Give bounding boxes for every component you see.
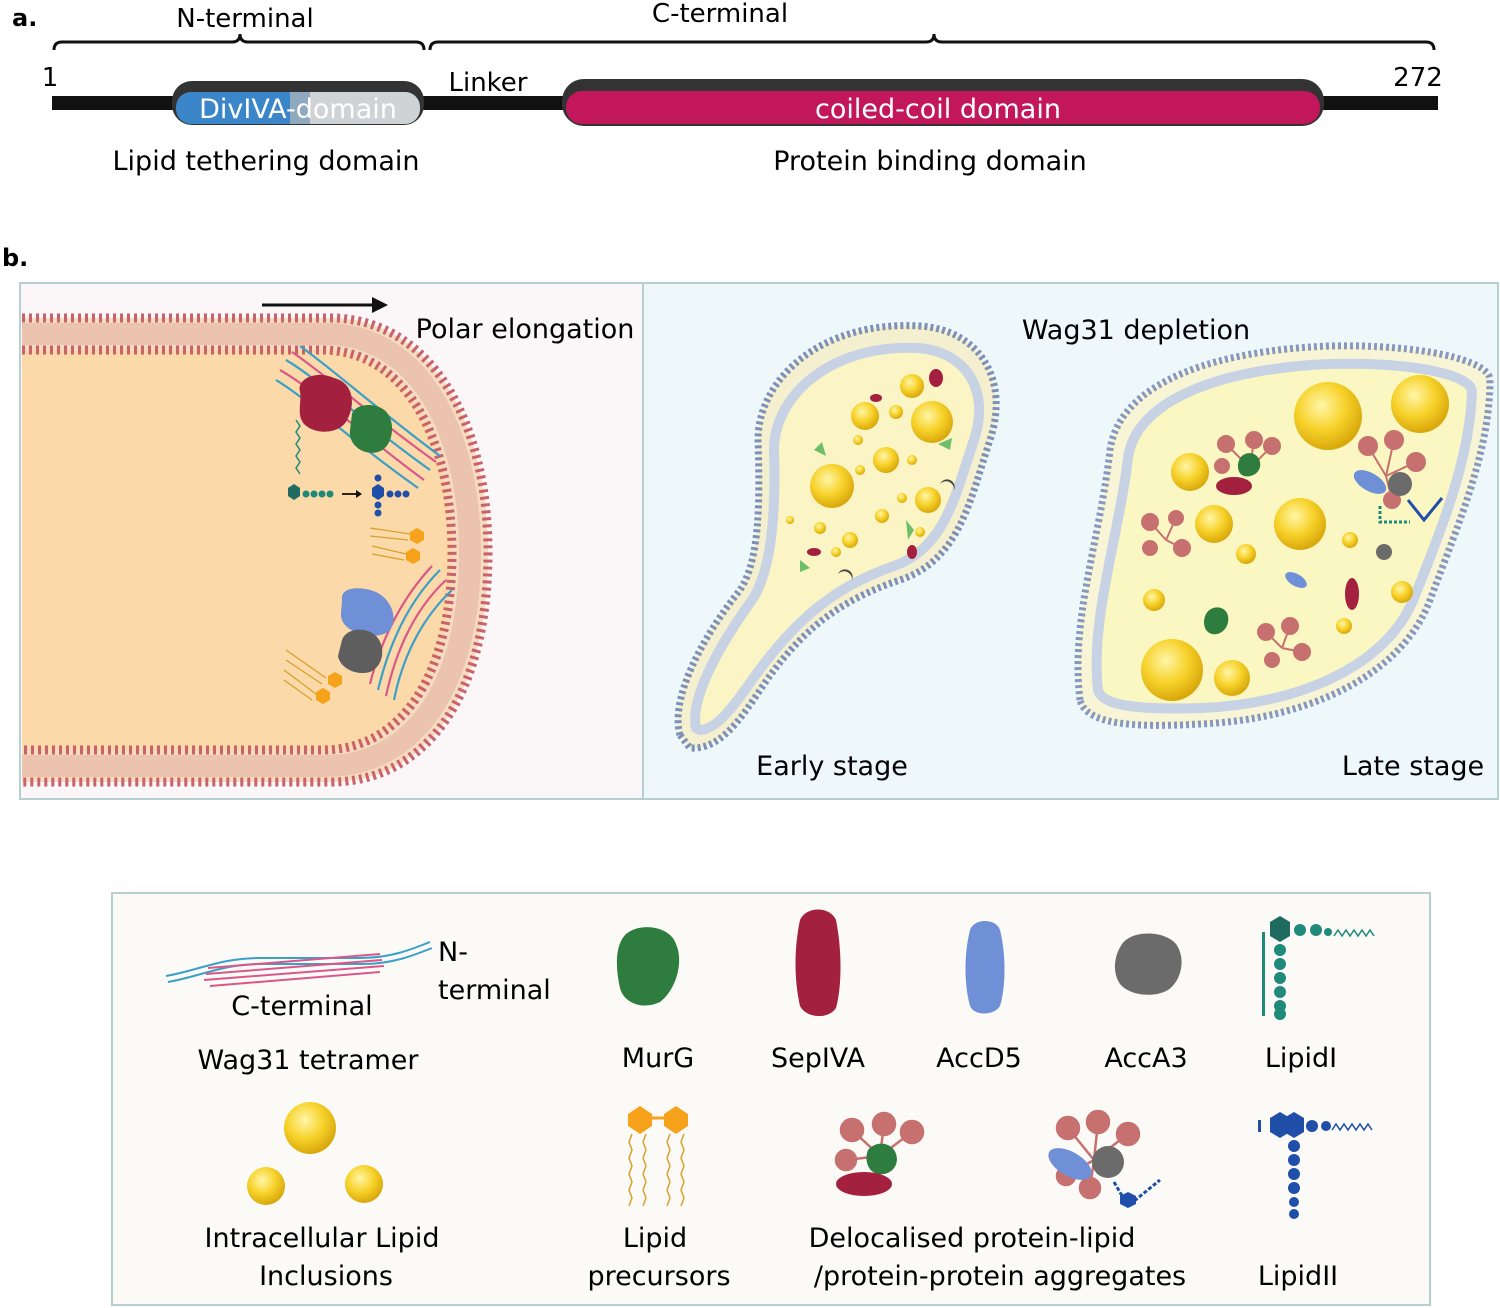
late-aggregate-2 (1358, 430, 1426, 509)
lipid-precursors-label-line1: Lipid (623, 1223, 687, 1254)
divIVA-domain-grey (296, 92, 420, 124)
accd5-label: AccD5 (936, 1043, 1022, 1074)
n-terminal-label: N-terminal (176, 4, 313, 34)
residue-end: 272 (1393, 63, 1443, 93)
early-stage-inclusions (786, 374, 953, 557)
late-stage-aggregates (1141, 430, 1444, 668)
polar-elongation-label: Polar elongation (416, 314, 635, 345)
wag31-c-terminal-label: C-terminal (231, 991, 372, 1022)
lipid1-cell-chain (302, 490, 334, 498)
divIVA-label: DivIVA-domain (199, 94, 397, 125)
panel-b-label: b. (2, 244, 28, 272)
lipid1-cell-head (288, 484, 300, 500)
aggregates-label-line1: Delocalised protein-lipid (809, 1223, 1136, 1254)
lipid2-label: LipidII (1258, 1261, 1338, 1292)
lipid2-cell-chain (374, 474, 410, 517)
accd5-icon (965, 921, 1005, 1014)
panel-a-label: a. (12, 4, 37, 32)
lipid2-icon (1258, 1112, 1373, 1219)
cell-membrane-tails (22, 323, 482, 777)
murg-label: MurG (622, 1043, 694, 1074)
lipid-precursor-cell-upper (369, 527, 424, 564)
late-lipid1 (1378, 506, 1410, 524)
lipid-inclusions-label-line2: Inclusions (259, 1261, 393, 1292)
coiled-coil-domain (566, 91, 1320, 124)
late-aggregate-3 (1141, 510, 1191, 557)
panel-a: a. N-terminal C-terminal 1 272 Linker Di… (12, 0, 1443, 177)
sepiva-label: SepIVA (771, 1043, 866, 1074)
aggregate-icon-1 (834, 1111, 925, 1196)
cytoplasm (22, 362, 440, 738)
legend: N- terminal C-terminal Wag31 tetramer Mu… (111, 892, 1431, 1306)
late-stage-inclusions (1141, 375, 1449, 701)
lipid1-label: LipidI (1265, 1043, 1337, 1074)
c-terminal-brace (428, 33, 1436, 51)
legend-box (111, 892, 1431, 1306)
sepiva-icon (795, 909, 841, 1017)
acca3-label: AccA3 (1104, 1043, 1187, 1074)
wag31-n-terminal-line1: N- (438, 937, 468, 968)
early-stage-proteins (800, 369, 955, 580)
lipid2-cell-head (372, 484, 384, 500)
aggregate-icon-2 (1048, 1109, 1161, 1209)
late-aggregate-4 (1257, 617, 1311, 668)
lipid-precursors-icon (628, 1106, 688, 1207)
aggregates-label-line2: /protein-protein aggregates (814, 1261, 1186, 1292)
wag31-tetramer-icon (165, 941, 433, 987)
elongation-arrowhead (372, 297, 388, 313)
lipid-anchor-zigzag (295, 419, 301, 475)
wag31-n-terminal-line2: terminal (438, 975, 551, 1006)
coiled-coil-label: coiled-coil domain (815, 94, 1061, 125)
lipid-inclusions-icon (247, 1102, 383, 1205)
late-stage-label: Late stage (1342, 751, 1484, 782)
lipid-precursor-cell-lower (283, 649, 342, 704)
sepiva-cell-protein (299, 374, 352, 432)
linker-label: Linker (448, 68, 527, 98)
acca3-cell-protein (338, 629, 383, 674)
murg-icon (616, 927, 680, 1006)
lipid-inclusions-label-line1: Intracellular Lipid (205, 1223, 440, 1254)
lipid1-icon (1262, 916, 1375, 1020)
n-terminal-brace (52, 33, 426, 51)
late-lipid2 (1406, 497, 1444, 523)
wag31-depletion-label: Wag31 depletion (1022, 315, 1250, 346)
lipid-tethering-label: Lipid tethering domain (113, 146, 420, 177)
murg-cell-protein (349, 405, 393, 453)
protein-binding-label: Protein binding domain (773, 146, 1087, 177)
lipid-precursors-label-line2: precursors (587, 1261, 730, 1292)
wag31-tetramer-label: Wag31 tetramer (197, 1045, 419, 1076)
residue-start: 1 (42, 63, 59, 93)
acca3-icon (1114, 933, 1182, 995)
wag31-filaments-lower (368, 565, 453, 701)
accd5-cell-protein (341, 588, 394, 636)
c-terminal-label: C-terminal (652, 0, 788, 29)
panel-b: b. Polar elongation (2, 244, 1499, 800)
early-stage-label: Early stage (756, 751, 908, 782)
